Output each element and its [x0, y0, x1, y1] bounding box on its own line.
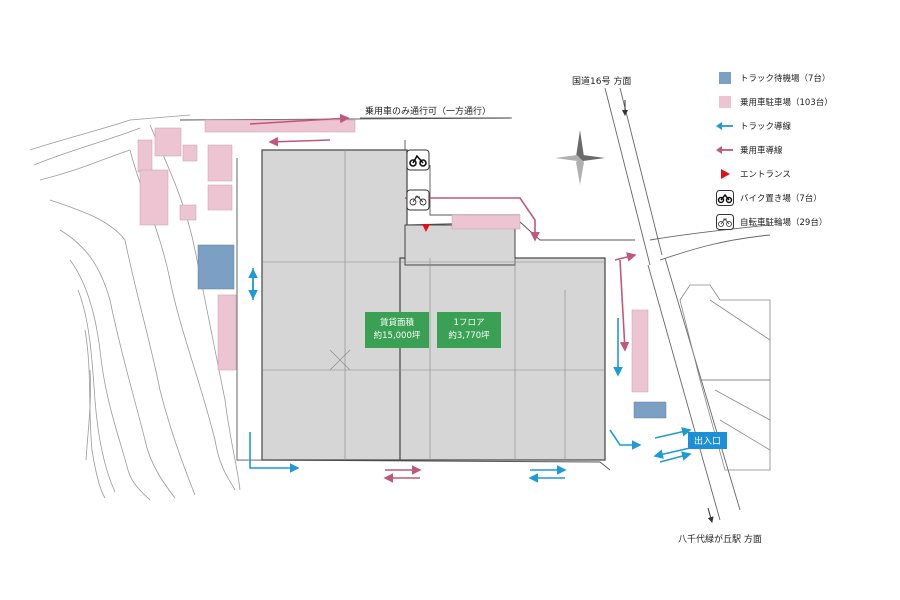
- entrance-triangle-icon: [716, 166, 734, 182]
- car-parking-spaces: [137, 119, 649, 393]
- truck-route-arrow-icon: [716, 118, 734, 134]
- legend-item-truck-wait: トラック待機場（7台）: [716, 66, 896, 90]
- truck-wait-swatch: [716, 70, 734, 86]
- contour-lines: [29, 114, 241, 501]
- south-direction-arrow: [707, 507, 714, 523]
- legend-label: 乗用車導線: [740, 146, 783, 156]
- car-park-swatch: [716, 94, 734, 110]
- floor-area-label: 1フロア: [453, 318, 485, 328]
- legend-label: トラック待機場（7台）: [740, 74, 831, 84]
- oneway-label: 乗用車のみ通行可（一方通行）: [365, 107, 492, 117]
- car-route-arrow-icon: [716, 142, 734, 158]
- legend-item-bike-park: バイク置き場（7台）: [716, 186, 896, 210]
- legend-label: エントランス: [740, 170, 791, 180]
- north-compass-icon: [555, 130, 605, 185]
- bicycle-icon: [716, 214, 734, 230]
- legend-label: 乗用車駐車場（103台）: [740, 98, 833, 108]
- legend-item-truck-route: トラック導線: [716, 114, 896, 138]
- car-routes: [249, 113, 637, 483]
- legend-item-bicycle-park: 自転車駐輪場（29台）: [716, 210, 896, 234]
- rental-area-label: 賃貸面積: [379, 318, 414, 328]
- legend-label: バイク置き場（7台）: [740, 194, 822, 204]
- floor-area-badge: 1フロア 約3,770坪: [437, 312, 501, 348]
- rental-area-badge: 賃貸面積 約15,000坪: [365, 312, 429, 348]
- route-16-label: 国道16号 方面: [572, 77, 632, 87]
- truck-routes: [248, 268, 692, 483]
- legend-label: 自転車駐輪場（29台）: [740, 218, 828, 228]
- bicycle-parking-icon: [406, 189, 430, 211]
- station-label: 八千代緑が丘駅 方面: [678, 535, 762, 545]
- warehouse-building: [261, 149, 606, 461]
- floor-area-value: 約3,770坪: [448, 331, 490, 341]
- legend-item-entrance: エントランス: [716, 162, 896, 186]
- legend-item-car-park: 乗用車駐車場（103台）: [716, 90, 896, 114]
- entrance-exit-badge: 出入口: [688, 432, 728, 449]
- rental-area-value: 約15,000坪: [373, 331, 421, 341]
- bike-parking-icon: [406, 149, 430, 171]
- map-legend: トラック待機場（7台） 乗用車駐車場（103台） トラック導線 乗用車導線 エン…: [716, 66, 896, 234]
- motorbike-icon: [716, 190, 734, 206]
- entrance-marker: [422, 224, 430, 232]
- road-national-16: [604, 87, 771, 521]
- legend-label: トラック導線: [740, 122, 792, 132]
- truck-waiting-areas: [197, 244, 667, 419]
- legend-item-car-route: 乗用車導線: [716, 138, 896, 162]
